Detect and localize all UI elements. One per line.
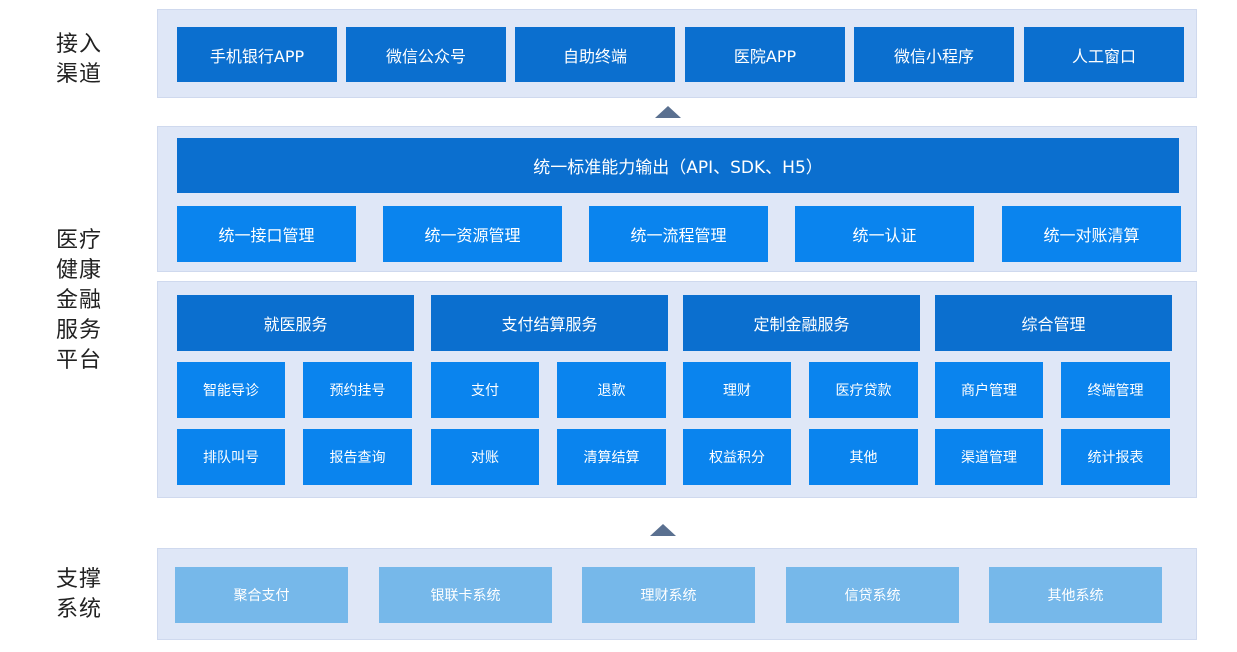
service-item: 清算结算	[557, 429, 666, 485]
support-system-box: 聚合支付	[175, 567, 348, 623]
service-item: 商户管理	[935, 362, 1043, 418]
capability-item: 统一资源管理	[383, 206, 562, 262]
channel-box: 微信公众号	[346, 27, 506, 82]
service-item: 权益积分	[683, 429, 791, 485]
service-group-title: 综合管理	[935, 295, 1172, 351]
channel-box: 自助终端	[515, 27, 675, 82]
label-support-systems: 支撑 系统	[56, 567, 103, 622]
capability-item: 统一接口管理	[177, 206, 356, 262]
service-group-title: 就医服务	[177, 295, 414, 351]
service-item: 统计报表	[1061, 429, 1170, 485]
support-systems-panel: 聚合支付 银联卡系统 理财系统 信贷系统 其他系统	[157, 548, 1197, 640]
channel-box: 手机银行APP	[177, 27, 337, 82]
service-item: 对账	[431, 429, 539, 485]
service-item: 终端管理	[1061, 362, 1170, 418]
service-item: 理财	[683, 362, 791, 418]
support-system-box: 其他系统	[989, 567, 1162, 623]
capability-title: 统一标准能力输出（API、SDK、H5）	[177, 138, 1179, 193]
channel-box: 医院APP	[685, 27, 845, 82]
service-item: 渠道管理	[935, 429, 1043, 485]
capability-item: 统一认证	[795, 206, 974, 262]
service-group-title: 定制金融服务	[683, 295, 920, 351]
channel-box: 微信小程序	[854, 27, 1014, 82]
service-item: 医疗贷款	[809, 362, 918, 418]
label-access-channels: 接入 渠道	[56, 32, 103, 87]
services-panel: 就医服务 智能导诊 预约挂号 排队叫号 报告查询 支付结算服务 支付 退款 对账…	[157, 281, 1197, 498]
up-arrow-icon	[650, 524, 676, 536]
support-system-box: 理财系统	[582, 567, 755, 623]
capability-item: 统一对账清算	[1002, 206, 1181, 262]
access-channels-panel: 手机银行APP 微信公众号 自助终端 医院APP 微信小程序 人工窗口	[157, 9, 1197, 98]
support-system-box: 银联卡系统	[379, 567, 552, 623]
service-item: 智能导诊	[177, 362, 285, 418]
service-item: 退款	[557, 362, 666, 418]
up-arrow-icon	[655, 106, 681, 118]
service-item: 预约挂号	[303, 362, 412, 418]
service-group-title: 支付结算服务	[431, 295, 668, 351]
service-item: 报告查询	[303, 429, 412, 485]
capability-panel: 统一标准能力输出（API、SDK、H5） 统一接口管理 统一资源管理 统一流程管…	[157, 126, 1197, 272]
service-item: 其他	[809, 429, 918, 485]
channel-box: 人工窗口	[1024, 27, 1184, 82]
service-item: 排队叫号	[177, 429, 285, 485]
label-platform: 医疗 健康 金融 服务 平台	[56, 228, 103, 373]
service-item: 支付	[431, 362, 539, 418]
support-system-box: 信贷系统	[786, 567, 959, 623]
capability-item: 统一流程管理	[589, 206, 768, 262]
